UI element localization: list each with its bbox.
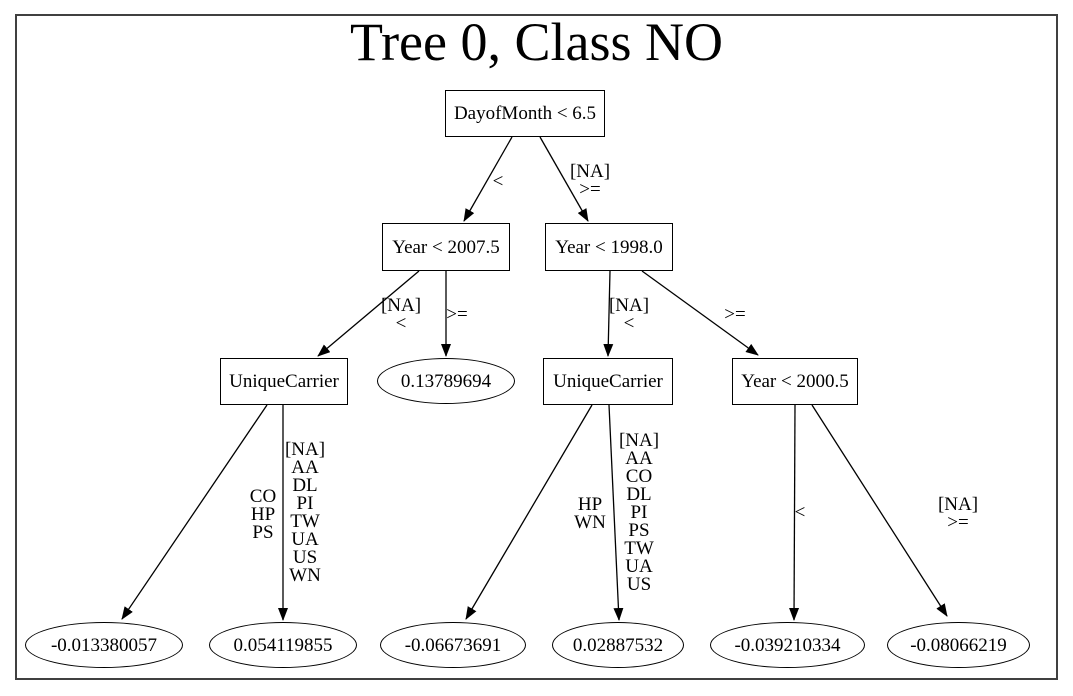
node-root-dayofmonth: DayofMonth < 6.5 <box>445 90 605 137</box>
edge-year-left-to-uc-left <box>317 270 420 357</box>
node-year-bottom: Year < 2000.5 <box>732 358 858 405</box>
edge-label-uc-left-to-leaf-2: [NA] AA DL PI TW UA US WN <box>284 439 326 586</box>
edge-uc-mid-to-leaf-3 <box>465 404 593 620</box>
edge-label-uc-mid-to-leaf-3: HP WN <box>574 494 606 533</box>
edge-year-bottom-to-leaf-6 <box>811 404 948 617</box>
leaf-node-6: -0.08066219 <box>887 622 1030 668</box>
leaf-node-5: -0.039210334 <box>710 622 865 668</box>
edge-uc-left-to-leaf-1 <box>121 404 268 620</box>
edge-label-year-left-to-uc-left: [NA] < <box>380 295 422 334</box>
edge-label-year-left-to-leaf-top: >= <box>446 304 468 325</box>
node-uniquecarrier-mid: UniqueCarrier <box>543 358 673 405</box>
edge-root-to-year-right <box>539 136 589 222</box>
edge-label-root-to-year-left: < <box>492 171 504 192</box>
edge-label-year-bottom-to-leaf-6: [NA] >= <box>937 494 979 533</box>
edge-uc-mid-to-leaf-4 <box>608 404 624 621</box>
diagram-frame <box>15 14 1058 680</box>
edge-root-to-year-left <box>463 136 513 222</box>
leaf-node-4: 0.02887532 <box>552 622 684 668</box>
edge-year-bottom-to-leaf-5 <box>789 404 800 621</box>
leaf-node-top: 0.13789694 <box>377 358 515 404</box>
edge-label-uc-mid-to-leaf-4: [NA] AA CO DL PI PS TW UA US <box>618 430 660 595</box>
leaf-node-1: -0.013380057 <box>25 622 183 668</box>
leaf-node-3: -0.06673691 <box>380 622 526 668</box>
node-uniquecarrier-left: UniqueCarrier <box>220 358 348 405</box>
edge-label-year-right-to-year-bottom: >= <box>724 304 746 325</box>
edge-label-year-bottom-to-leaf-5: < <box>794 502 806 523</box>
edge-year-right-to-year-bottom <box>641 270 759 356</box>
edge-label-root-to-year-right: [NA] >= <box>569 161 611 200</box>
edge-label-year-right-to-uc-mid: [NA] < <box>608 295 650 334</box>
leaf-node-2: 0.054119855 <box>209 622 357 668</box>
edge-label-uc-left-to-leaf-1: CO HP PS <box>249 486 277 543</box>
node-year-right: Year < 1998.0 <box>545 223 673 271</box>
node-year-left: Year < 2007.5 <box>382 223 510 271</box>
edge-year-right-to-uc-mid <box>603 270 614 357</box>
page-title: Tree 0, Class NO <box>349 12 724 72</box>
